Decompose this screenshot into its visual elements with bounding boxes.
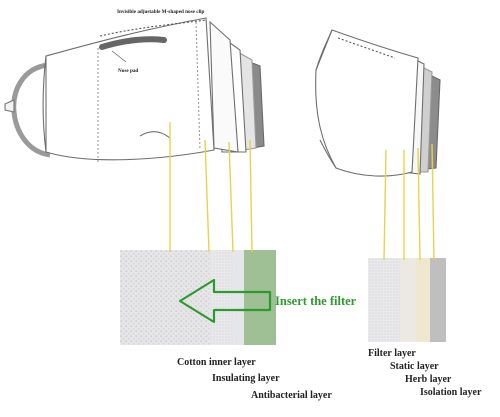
right-layer-label-4: Isolation layer [420, 387, 482, 398]
arrow-icon [178, 278, 272, 324]
left-mask-illustration [4, 17, 265, 162]
nose-pad-label: Nose pad [118, 68, 138, 74]
right-mask-illustration [315, 29, 441, 177]
right-layer-label-3: Herb layer [405, 374, 452, 385]
nose-pad [99, 36, 167, 50]
insert-filter-arrow: Insert the filter [178, 278, 357, 324]
swatch-antibacterial [244, 250, 276, 345]
swatch-isolation [430, 258, 446, 342]
right-layer-label-1: Filter layer [368, 348, 416, 359]
mask-body [45, 17, 215, 161]
right-layer-swatches [368, 258, 446, 342]
left-layer-swatches [120, 250, 276, 345]
swatch-filter [368, 258, 400, 342]
left-layer-label-1: Cotton inner layer [177, 357, 256, 368]
leader-left-4 [249, 139, 253, 253]
swatch-cotton-inner [120, 250, 210, 345]
leader-left-2 [204, 139, 210, 253]
leader-lines [169, 122, 435, 261]
leader-left-3 [228, 141, 234, 253]
ear-loop-adjuster [4, 99, 15, 113]
nose-clip-band [99, 19, 207, 37]
leader-right-1 [383, 149, 387, 261]
layer-white-1 [209, 20, 239, 153]
nose-clip-label: Invisible adjustable M-shaped nose clip [117, 9, 204, 15]
right-layer-label-2: Static layer [390, 361, 439, 372]
left-layer-label-2: Insulating layer [212, 373, 280, 384]
left-layer-label-3: Antibacterial layer [251, 390, 332, 401]
leader-right-3 [417, 147, 421, 261]
swatch-insulating [210, 250, 234, 345]
swatch-insulating-2 [234, 250, 244, 345]
insert-filter-label: Insert the filter [275, 294, 357, 308]
swatch-static [400, 258, 416, 342]
right-mask-body [315, 29, 419, 177]
leader-right-4 [431, 143, 435, 261]
swatch-herb [416, 258, 430, 342]
